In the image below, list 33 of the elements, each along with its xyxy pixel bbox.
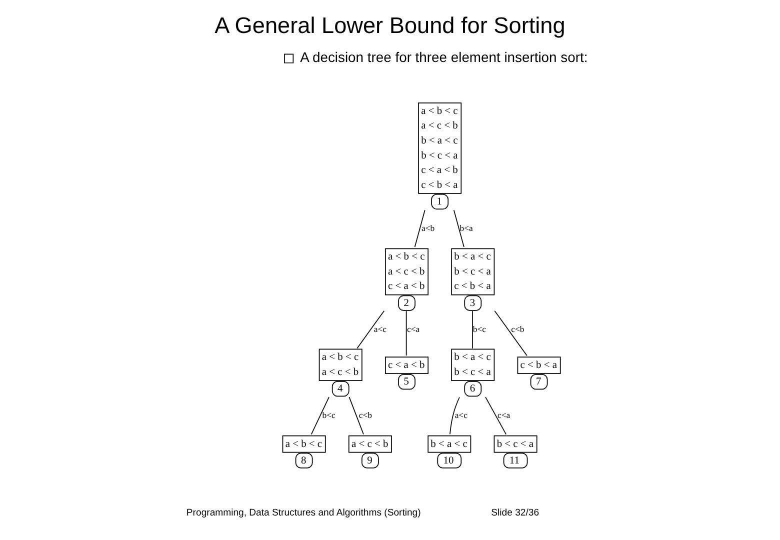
node-label: 10 (443, 455, 454, 466)
label: A decision tree for three element insertion sort: (300, 48, 588, 65)
edge-label: c<b (358, 410, 372, 420)
node-label: 4 (338, 383, 343, 394)
connector (453, 210, 464, 248)
edge-label: b<c (322, 410, 336, 420)
node-label: 5 (404, 376, 409, 388)
edge-label: c<a (497, 410, 510, 420)
diagram-title: A General Lower Bound for Sorting (214, 13, 566, 38)
edge-label: c<b (511, 324, 524, 334)
node-label: 2 (404, 298, 409, 309)
node-label: 11 (509, 455, 520, 466)
node-label: 3 (470, 298, 476, 309)
node-label: 1 (436, 196, 442, 208)
connector (472, 310, 473, 349)
node-label: 9 (367, 455, 372, 466)
node-label: 8 (301, 455, 306, 466)
connector (310, 396, 330, 435)
edge-label: b<c (472, 324, 486, 334)
edge-label: b<a (460, 222, 473, 233)
edge-label: a<c (374, 324, 387, 334)
connector (485, 396, 506, 435)
node-label: 6 (470, 383, 476, 394)
edge-label: c<a (406, 324, 420, 334)
label: Slide 32/36 (491, 507, 540, 518)
connector (414, 210, 426, 248)
label: Programming, Data Structures and Algorithms (Sorting) (186, 507, 421, 518)
connector (450, 396, 460, 435)
edge-label: a<b (422, 222, 435, 233)
edge-label: a<c (454, 410, 468, 420)
connector (348, 396, 364, 435)
node-label: 7 (536, 376, 542, 388)
connector (406, 310, 407, 356)
